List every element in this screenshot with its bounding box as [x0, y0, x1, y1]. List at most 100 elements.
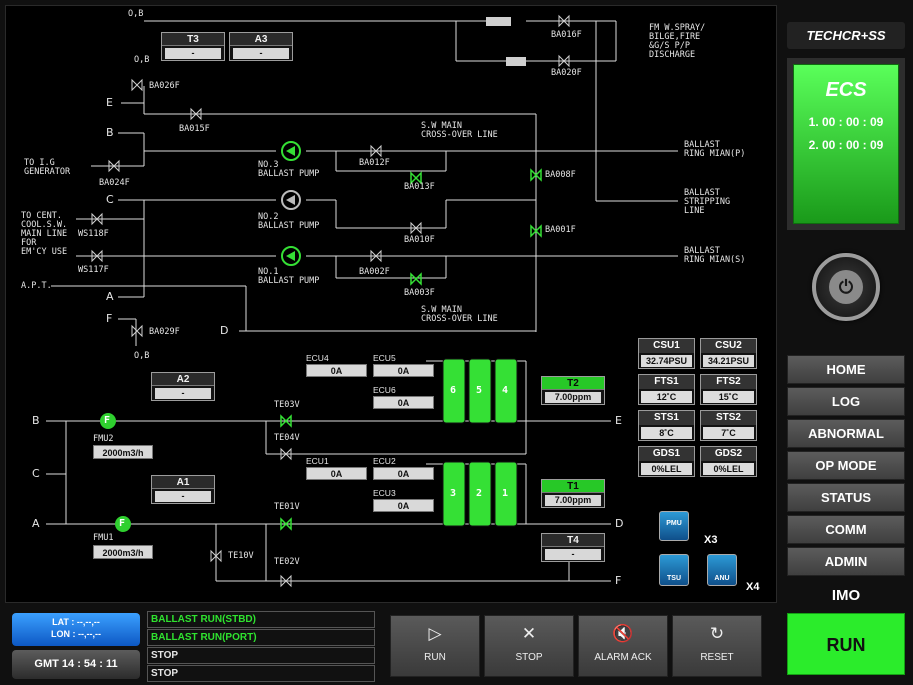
sensor-csu1[interactable]: CSU1 32.74PSU: [638, 338, 695, 369]
tank-t4-value: -: [545, 549, 601, 560]
sensor-gds2-label: GDS2: [701, 447, 756, 461]
tank-t2-value: 7.00ppm: [545, 392, 601, 403]
label-ba012f: BA012F: [359, 158, 390, 168]
brand-logo-text: TECHCR+SS: [806, 28, 886, 43]
sensor-csu2[interactable]: CSU2 34.21PSU: [700, 338, 757, 369]
mode-line-3: STOP: [147, 647, 375, 664]
run-button[interactable]: ▷ RUN: [390, 615, 480, 677]
sensor-gds2[interactable]: GDS2 0%LEL: [700, 446, 757, 477]
nav-home[interactable]: HOME: [787, 355, 905, 384]
ecu2-label: ECU2: [373, 456, 396, 466]
pmu-unit-icon[interactable]: PMU: [659, 511, 689, 541]
pump-icons: [281, 141, 301, 266]
sensor-fts2[interactable]: FTS2 15˚C: [700, 374, 757, 405]
tsu-unit-icon[interactable]: TSU: [659, 554, 689, 586]
gmt-clock: GMT 14 : 54 : 11: [12, 650, 140, 679]
position-box: LAT : --,--,-- LON : --,--,--: [12, 613, 140, 646]
label-ba001f: BA001F: [545, 225, 576, 235]
pmu-count: X3: [704, 534, 718, 546]
nav-abnormal[interactable]: ABNORMAL: [787, 419, 905, 448]
tank-t4[interactable]: T4 -: [541, 533, 605, 562]
sensor-fts1[interactable]: FTS1 12˚C: [638, 374, 695, 405]
anu-count: X4: [746, 581, 760, 593]
alarm-ack-button[interactable]: 🔇 ALARM ACK: [578, 615, 668, 677]
sensor-gds2-value: 0%LEL: [703, 463, 754, 475]
ecs-panel: ECS 1. 00 : 00 : 09 2. 00 : 00 : 09: [787, 58, 905, 230]
label-ba010f: BA010F: [404, 235, 435, 245]
sensor-csu2-label: CSU2: [701, 339, 756, 353]
sensor-fts2-label: FTS2: [701, 375, 756, 389]
label-no3-pump: NO.3 BALLAST PUMP: [258, 160, 320, 179]
sensor-sts2[interactable]: STS2 7˚C: [700, 410, 757, 441]
label-ob-left: O,B: [134, 55, 150, 65]
ecu3: ECU3 0A: [373, 488, 434, 512]
pmu-label: PMU: [666, 520, 682, 527]
label-te04v: TE04V: [274, 433, 300, 443]
flow-meter-icons: [100, 413, 131, 532]
sensor-sts1-label: STS1: [639, 411, 694, 425]
end-c-top: C: [106, 193, 114, 206]
nav-admin[interactable]: ADMIN: [787, 547, 905, 576]
brand-logo: TECHCR+SS: [787, 22, 905, 49]
tank-a1-value: -: [155, 491, 211, 502]
latitude: LAT : --,--,--: [52, 617, 100, 627]
ecu5: ECU5 0A: [373, 353, 434, 377]
reset-button-label: RESET: [700, 652, 734, 663]
imo-label: IMO: [831, 587, 861, 604]
ecs-display: ECS 1. 00 : 00 : 09 2. 00 : 00 : 09: [793, 64, 899, 224]
stop-button[interactable]: ✕ STOP: [484, 615, 574, 677]
label-te03v: TE03V: [274, 400, 300, 410]
ecu6: ECU6 0A: [373, 385, 434, 409]
sensor-gds1-value: 0%LEL: [641, 463, 692, 475]
label-sw-main-bottom: S.W MAIN CROSS-OVER LINE: [421, 305, 498, 324]
end-c-bottom: C: [32, 467, 40, 480]
ecu6-label: ECU6: [373, 385, 396, 395]
sensor-sts1-value: 8˚C: [641, 427, 692, 439]
reactor-group-top: [442, 358, 518, 424]
anu-label: ANU: [714, 575, 730, 582]
reactor-5-label: 5: [476, 385, 483, 396]
sensor-gds1-label: GDS1: [639, 447, 694, 461]
anu-unit-icon[interactable]: ANU: [707, 554, 737, 586]
label-ba016f: BA016F: [551, 30, 582, 40]
reactor-2-label: 2: [476, 488, 483, 499]
sensor-sts1[interactable]: STS1 8˚C: [638, 410, 695, 441]
nav-comm[interactable]: COMM: [787, 515, 905, 544]
tank-a3[interactable]: A3 -: [229, 32, 293, 61]
label-ba024f: BA024F: [99, 178, 130, 188]
ecu6-value: 0A: [373, 396, 434, 409]
tank-a1[interactable]: A1 -: [151, 475, 215, 504]
end-f-top: F: [106, 312, 113, 325]
longitude: LON : --,--,--: [51, 629, 101, 639]
end-a-bottom: A: [32, 517, 40, 530]
end-e-right: E: [615, 414, 622, 427]
piping-diagram: 6 5 4 3 2 1 F F O,B O,B O,B BA016F BA020…: [5, 5, 777, 603]
tank-t2[interactable]: T2 7.00ppm: [541, 376, 605, 405]
sensor-gds1[interactable]: GDS1 0%LEL: [638, 446, 695, 477]
tank-t2-title: T2: [542, 377, 604, 390]
sensor-csu1-value: 32.74PSU: [641, 355, 692, 367]
end-e-top: E: [106, 96, 113, 109]
label-no2-pump: NO.2 BALLAST PUMP: [258, 212, 320, 231]
end-d-right: D: [615, 517, 624, 530]
end-b-bottom: B: [32, 414, 40, 427]
sensor-sts2-value: 7˚C: [703, 427, 754, 439]
end-d-top: D: [220, 324, 229, 337]
nav-status[interactable]: STATUS: [787, 483, 905, 512]
nav-op-mode[interactable]: OP MODE: [787, 451, 905, 480]
ecu1: ECU1 0A: [306, 456, 367, 480]
label-ring-p: BALLAST RING MIAN(P): [684, 140, 746, 159]
tank-t3[interactable]: T3 -: [161, 32, 225, 61]
ecs-timer-1: 1. 00 : 00 : 09: [808, 115, 884, 129]
nav-log[interactable]: LOG: [787, 387, 905, 416]
pipe-lines: [46, 14, 678, 588]
reset-button[interactable]: ↻ RESET: [672, 615, 762, 677]
mode-line-1: BALLAST RUN(STBD): [147, 611, 375, 628]
label-ba013f: BA013F: [404, 182, 435, 192]
end-b-top: B: [106, 126, 114, 139]
tank-t1[interactable]: T1 7.00ppm: [541, 479, 605, 508]
tank-a2[interactable]: A2 -: [151, 372, 215, 401]
tank-t3-title: T3: [162, 33, 224, 46]
label-no1-pump: NO.1 BALLAST PUMP: [258, 267, 320, 286]
